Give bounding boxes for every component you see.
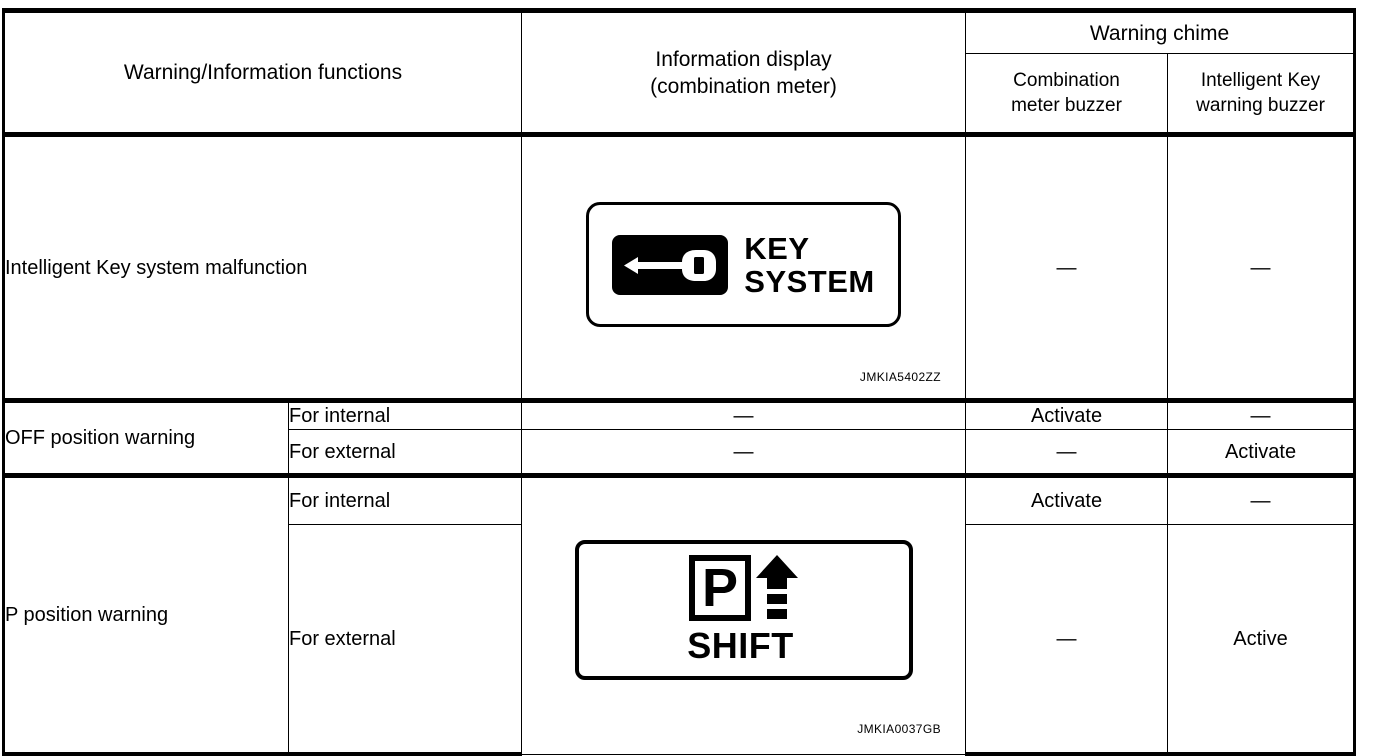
cell-information-display: — xyxy=(521,398,967,430)
cell-intelligent-key-warning-buzzer: — xyxy=(1167,473,1357,525)
key-system-line1: KEY xyxy=(744,230,810,266)
cell-combination-meter-buzzer: — xyxy=(965,429,1169,476)
key-icon xyxy=(612,234,729,295)
cell-combination-meter-buzzer: Activate xyxy=(965,473,1169,525)
header-display-line2: (combination meter) xyxy=(650,74,837,98)
cell-combination-meter-buzzer: Activate xyxy=(965,398,1169,430)
table-row: For external — — Activate xyxy=(4,429,1357,476)
p-shift-symbol-row: P xyxy=(689,554,799,625)
cell-combination-meter-buzzer: — xyxy=(965,132,1169,401)
table-header-row-1: Warning/Information functions Informatio… xyxy=(1,8,1357,135)
key-system-line2: SYSTEM xyxy=(744,263,875,299)
cell-intelligent-key-warning-buzzer: — xyxy=(1167,398,1357,430)
illustration-p-shift: P SHIFT JMKIA0037GB xyxy=(522,478,965,754)
header-ikwb-line2: warning buzzer xyxy=(1196,95,1325,116)
p-shift-warning-graphic: P SHIFT xyxy=(574,539,913,680)
shift-label: SHIFT xyxy=(687,624,794,666)
key-system-warning-graphic: KEY SYSTEM xyxy=(586,202,902,327)
key-system-label: KEY SYSTEM xyxy=(744,232,874,298)
header-cmb-line2: meter buzzer xyxy=(1011,95,1122,116)
row-function-off-position-warning: OFF position warning xyxy=(2,398,289,476)
table-row: P position warning For internal P xyxy=(2,473,1357,756)
cell-illustration-key-system: KEY SYSTEM JMKIA5402ZZ xyxy=(521,132,967,401)
header-display-line1: Information display xyxy=(655,47,832,71)
table-row: OFF position warning For internal — Acti… xyxy=(2,398,1357,476)
table-row: Intelligent Key system malfunction KEY S… xyxy=(1,132,1357,401)
header-ikwb-line1: Intelligent Key xyxy=(1200,70,1321,91)
cell-information-display: — xyxy=(521,429,967,476)
cell-combination-meter-buzzer: — xyxy=(965,524,1169,756)
row-condition-for-internal: For internal xyxy=(287,398,523,430)
header-cmb-line1: Combination xyxy=(1013,70,1120,91)
cell-intelligent-key-warning-buzzer: Active xyxy=(1167,524,1357,756)
illustration-key-system: KEY SYSTEM JMKIA5402ZZ xyxy=(522,137,965,398)
p-letter-box: P xyxy=(689,554,752,621)
warning-chime-table: Warning/Information functions Informatio… xyxy=(1,8,1357,756)
table-header-row-2: Combination meter buzzer Intelligent Key… xyxy=(4,53,1357,135)
row-condition-for-internal: For internal xyxy=(287,473,523,525)
row-function-intelligent-key-system-malfunction: Intelligent Key system malfunction xyxy=(1,132,523,401)
header-intelligent-key-warning-buzzer: Intelligent Key warning buzzer xyxy=(1167,53,1357,135)
cell-illustration-p-shift: P SHIFT JMKIA0037GB xyxy=(521,473,967,755)
header-combination-meter-buzzer: Combination meter buzzer xyxy=(965,53,1169,135)
illustration-caption: JMKIA0037GB xyxy=(857,721,942,736)
row-condition-for-external: For external xyxy=(287,429,523,476)
header-warning-chime: Warning chime xyxy=(965,8,1357,54)
table-row: For external — Active xyxy=(4,524,1357,756)
cell-intelligent-key-warning-buzzer: — xyxy=(1167,132,1357,401)
row-condition-for-external: For external xyxy=(287,524,523,756)
row-function-p-position-warning: P position warning xyxy=(2,473,289,756)
shift-arrow-icon xyxy=(756,554,799,623)
cell-intelligent-key-warning-buzzer: Activate xyxy=(1167,429,1357,476)
header-information-display: Information display (combination meter) xyxy=(521,8,967,135)
illustration-caption: JMKIA5402ZZ xyxy=(859,370,942,384)
header-functions: Warning/Information functions xyxy=(1,8,523,135)
